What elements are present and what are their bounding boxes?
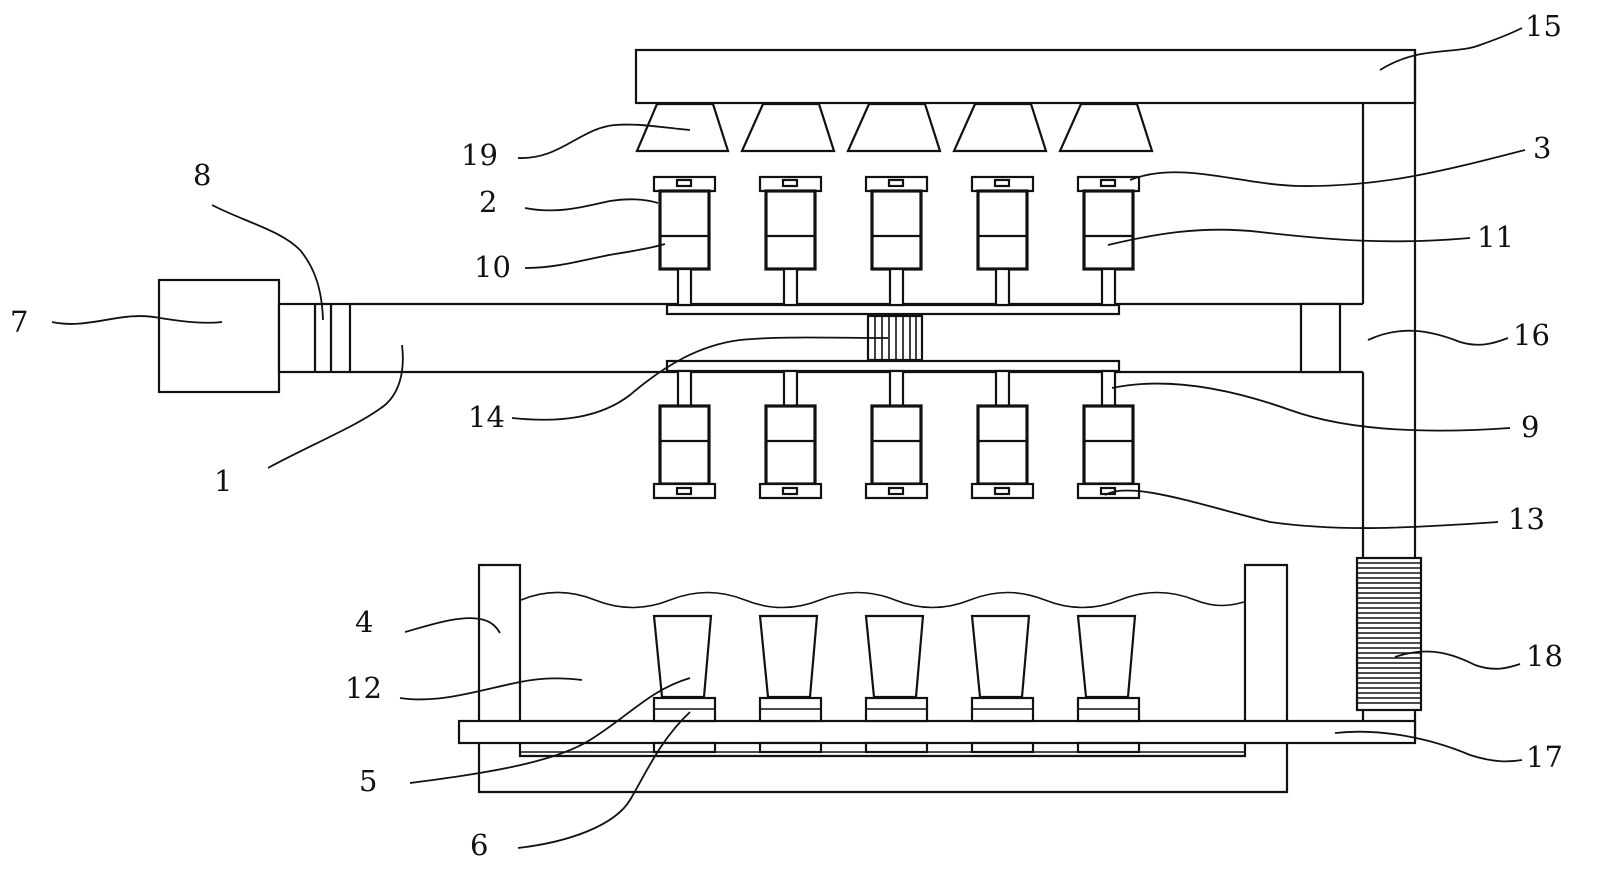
lower-clamp bbox=[972, 371, 1033, 498]
label-6: 6 bbox=[470, 828, 488, 862]
clamp-body bbox=[766, 406, 815, 484]
clamp-body bbox=[872, 191, 921, 269]
clamp-body bbox=[978, 191, 1027, 269]
lower-clamp-row bbox=[654, 371, 1139, 498]
clamp-cap-slot bbox=[995, 180, 1009, 186]
label-8: 8 bbox=[193, 158, 211, 192]
label-7: 7 bbox=[10, 305, 28, 339]
leader-3 bbox=[1130, 150, 1525, 186]
label-1: 1 bbox=[214, 464, 232, 498]
clamp-rod bbox=[890, 269, 903, 305]
label-9: 9 bbox=[1521, 410, 1539, 444]
clamp-rod bbox=[678, 371, 691, 406]
clamp-cap-slot bbox=[783, 180, 797, 186]
leader-4 bbox=[405, 618, 500, 633]
cup-foot bbox=[866, 743, 927, 752]
label-10: 10 bbox=[474, 250, 511, 284]
motor-box bbox=[159, 280, 279, 392]
label-19: 19 bbox=[461, 138, 498, 172]
leader-13 bbox=[1105, 490, 1498, 528]
clamp-rod bbox=[996, 371, 1009, 406]
leader-10 bbox=[525, 244, 665, 268]
clamp-body bbox=[660, 191, 709, 269]
cup-foot bbox=[1078, 743, 1139, 752]
lamp bbox=[1060, 104, 1152, 151]
lower-plate bbox=[667, 361, 1119, 371]
liquid-surface bbox=[521, 593, 1244, 608]
clamp-body bbox=[766, 191, 815, 269]
lower-clamp bbox=[760, 371, 821, 498]
clamp-body bbox=[660, 406, 709, 484]
leader-12 bbox=[400, 678, 582, 699]
label-4: 4 bbox=[355, 605, 373, 639]
label-17: 17 bbox=[1526, 740, 1563, 774]
clamp-rod bbox=[996, 269, 1009, 305]
cup bbox=[760, 616, 817, 697]
upper-plate bbox=[667, 305, 1119, 314]
lamp bbox=[742, 104, 834, 151]
cup bbox=[654, 616, 711, 697]
shaft-bearing bbox=[1301, 304, 1340, 372]
lower-clamp bbox=[1078, 371, 1139, 498]
cup-foot bbox=[972, 743, 1033, 752]
label-2: 2 bbox=[479, 185, 497, 219]
clamp-rod bbox=[1102, 269, 1115, 305]
upper-clamp bbox=[866, 177, 927, 305]
lower-clamp bbox=[654, 371, 715, 498]
cup bbox=[866, 616, 923, 697]
label-15: 15 bbox=[1525, 9, 1562, 43]
upper-clamp-row bbox=[654, 177, 1139, 305]
label-12: 12 bbox=[345, 671, 382, 705]
label-3: 3 bbox=[1533, 131, 1551, 165]
clamp-cap-slot bbox=[677, 180, 691, 186]
clamp-rod bbox=[890, 371, 903, 406]
clamp-rod bbox=[784, 371, 797, 406]
leader-2 bbox=[525, 199, 658, 210]
label-14: 14 bbox=[468, 400, 505, 434]
label-5: 5 bbox=[359, 764, 377, 798]
leader-9 bbox=[1112, 384, 1510, 431]
clamp-cap-slot bbox=[677, 488, 691, 494]
clamp-rod bbox=[784, 269, 797, 305]
upper-clamp bbox=[760, 177, 821, 305]
cup bbox=[1078, 616, 1135, 697]
clamp-cap-slot bbox=[783, 488, 797, 494]
clamp-cap-slot bbox=[995, 488, 1009, 494]
lower-clamp bbox=[866, 371, 927, 498]
upper-clamp bbox=[654, 177, 715, 305]
clamp-cap-slot bbox=[1101, 180, 1115, 186]
clamp-cap-slot bbox=[889, 488, 903, 494]
label-13: 13 bbox=[1508, 502, 1545, 536]
clamp-body bbox=[1084, 191, 1133, 269]
leader-16 bbox=[1368, 331, 1508, 345]
clamp-cap-slot bbox=[889, 180, 903, 186]
clamp-body bbox=[872, 406, 921, 484]
lamp-row bbox=[637, 104, 1152, 151]
spring bbox=[1357, 558, 1421, 710]
upper-clamp bbox=[972, 177, 1033, 305]
cup bbox=[972, 616, 1029, 697]
clamp-body bbox=[978, 406, 1027, 484]
label-18: 18 bbox=[1526, 639, 1563, 673]
lamp bbox=[637, 104, 728, 151]
lamp bbox=[848, 104, 940, 151]
top-beam bbox=[636, 50, 1415, 103]
lamp bbox=[954, 104, 1046, 151]
clamp-body bbox=[1084, 406, 1133, 484]
label-11: 11 bbox=[1477, 220, 1514, 254]
clamp-rod bbox=[678, 269, 691, 305]
label-16: 16 bbox=[1513, 318, 1550, 352]
cup-foot bbox=[760, 743, 821, 752]
